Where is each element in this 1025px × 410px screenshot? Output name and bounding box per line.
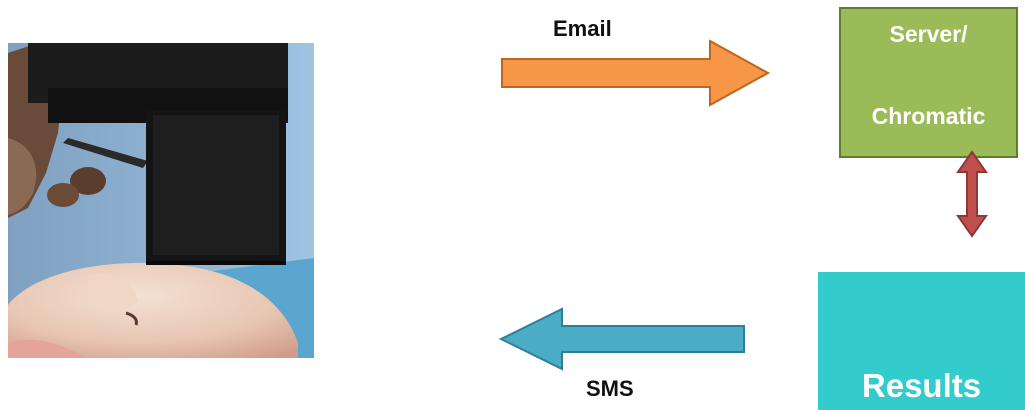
email-arrow-right-icon (500, 38, 772, 113)
server-box-line2: Chromatic (871, 103, 986, 129)
results-box-label: Results (861, 367, 982, 404)
server-chromatic-box: Server/ Chromatic (839, 7, 1018, 158)
results-box: Results (818, 272, 1025, 410)
email-label: Email (553, 16, 612, 41)
device-photo (8, 43, 314, 358)
double-vertical-arrow-icon (955, 150, 989, 243)
sms-arrow-left-icon (498, 306, 748, 377)
sms-label: SMS (586, 376, 634, 401)
server-box-line1: Server/ (889, 21, 968, 47)
photo-device-icon (8, 43, 314, 358)
